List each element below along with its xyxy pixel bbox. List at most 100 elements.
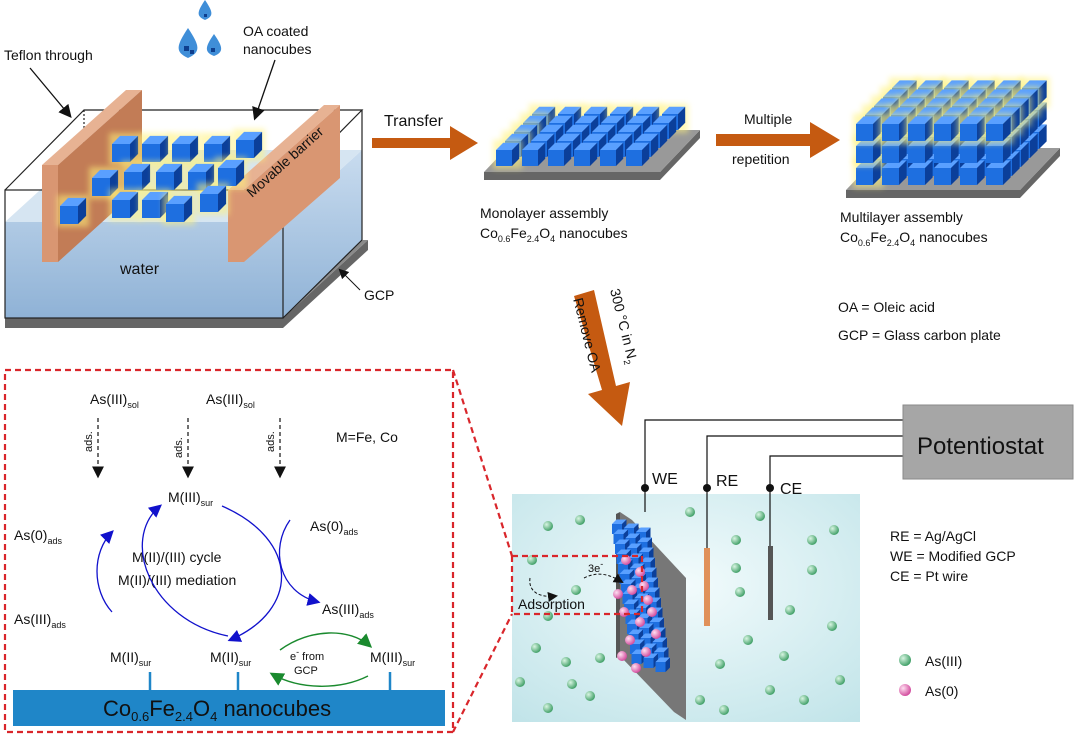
nanocube (899, 116, 907, 141)
nanocube (564, 142, 572, 166)
oa-definition: OA = Oleic acid (838, 299, 935, 315)
nanocube (883, 89, 908, 97)
nanocube (856, 124, 873, 141)
nanocube (635, 133, 659, 141)
nanocube (124, 172, 142, 190)
as0-particle (647, 607, 657, 617)
nanocube (624, 599, 639, 604)
nanocube (856, 146, 873, 163)
nanocube (934, 146, 951, 163)
monolayer-formula: Co0.6Fe2.4O4 nanocubes (480, 225, 628, 244)
as3-particle (527, 555, 537, 565)
nanocube (908, 124, 925, 141)
nanocube (218, 168, 236, 186)
nanocube (1021, 120, 1029, 145)
as0-particle (635, 617, 645, 627)
we-label: WE (652, 471, 678, 488)
nanocube (644, 124, 668, 132)
nanocube (218, 185, 227, 212)
nanocube (616, 142, 624, 166)
as0-particle (643, 595, 653, 605)
nanocube (200, 185, 227, 194)
potentiostat-box (902, 404, 1074, 480)
nanocube (575, 115, 599, 123)
nanocube (1012, 107, 1020, 132)
nanocube (236, 140, 254, 158)
nanocube (590, 142, 598, 166)
nanocube (1039, 102, 1047, 127)
nanocube (78, 197, 87, 224)
nanocube (925, 160, 933, 185)
nanocube (616, 549, 631, 554)
nanocube (222, 135, 231, 162)
oa-label-line2: nanocubes (243, 41, 312, 57)
nanocube (649, 617, 664, 622)
nanocube (892, 80, 917, 88)
efrom-label: e- from (290, 647, 324, 663)
as0-particle (625, 635, 635, 645)
as3-particle (743, 635, 753, 645)
droplets (178, 0, 222, 58)
nanocube (522, 150, 538, 166)
teflon-label: Teflon through (4, 47, 93, 63)
nanocube (615, 539, 630, 544)
as0-legend-label: As(0) (925, 683, 958, 699)
nanocube (505, 133, 529, 141)
nanocube (642, 567, 657, 572)
nanocube (882, 116, 907, 124)
working-electrode-cubes (612, 519, 670, 673)
nanocube (142, 163, 151, 190)
ads-label-1: ads. (83, 431, 95, 452)
gcp-label: GCP (364, 287, 394, 303)
nanocube (970, 80, 995, 88)
ads-label-2: ads. (173, 437, 185, 458)
nanocube (142, 135, 169, 144)
nanocube (92, 178, 110, 196)
as3-particle (571, 585, 581, 595)
nanocube (977, 160, 985, 185)
nanocube (640, 557, 655, 562)
nanocube (601, 115, 625, 123)
nanocube (172, 135, 199, 144)
nanocube (669, 115, 677, 139)
nanocube (630, 563, 645, 568)
nanocube (865, 107, 890, 115)
m3-sur-bottom: M(III)sur (370, 649, 415, 668)
nanocube (969, 107, 994, 115)
nanocube (977, 138, 985, 163)
nanocube (909, 89, 934, 97)
nanocube (1003, 138, 1011, 163)
nanocube (627, 115, 651, 123)
nanocube (917, 107, 942, 115)
teflon-bar (42, 165, 58, 262)
nanocube (130, 135, 139, 162)
floating-nanocubes (57, 128, 266, 227)
nanocube (204, 135, 231, 144)
potentiostat-wiring (644, 419, 903, 548)
as3-particle (779, 651, 789, 661)
as3-particle (543, 703, 553, 713)
nanocube (626, 150, 642, 166)
nanocube (1003, 116, 1011, 141)
as3-particle (567, 679, 577, 689)
mechanism-panel: Co0.6Fe2.4O4 nanocubes As(III)sol As(III… (13, 391, 445, 726)
nanocube (625, 533, 640, 538)
as3-particle (735, 587, 745, 597)
as3-particle (575, 515, 585, 525)
nanocube (651, 133, 659, 157)
m3-sur-top: M(III)sur (168, 489, 213, 508)
nanocube (628, 629, 643, 634)
nanocube (934, 168, 951, 185)
re-label: RE (716, 473, 738, 490)
nanocube (532, 106, 556, 114)
as0-particle (621, 555, 631, 565)
nanocube (496, 142, 520, 150)
nanocube (908, 168, 925, 185)
nanocube (531, 133, 555, 141)
nanocube (995, 107, 1020, 115)
as3-particle (731, 563, 741, 573)
as3-particle (755, 511, 765, 521)
repetition-label: repetition (732, 151, 790, 167)
as0-particle (635, 567, 645, 577)
nanocube (557, 133, 581, 141)
